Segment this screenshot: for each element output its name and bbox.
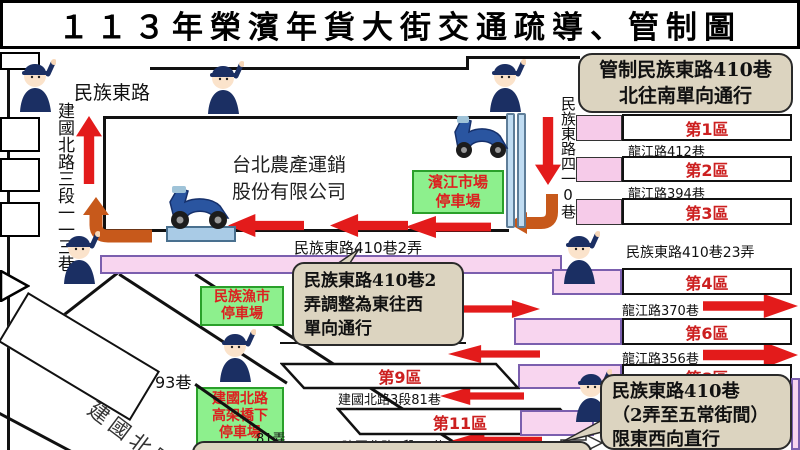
callout-c2-line3: 單向通行 [304,319,372,339]
zone-box-2: 第2區 [622,156,792,182]
callout-c2-line2: 弄調整為東往西 [304,295,423,315]
scooter-icon [169,186,230,229]
zone-box-6: 第6區 [622,318,792,345]
fishmarket-parking-line2: 停車場 [221,306,263,322]
building-corner [0,270,30,302]
longjiang-356-label: 龍江路356巷 [622,352,699,367]
callout-c1-line1: 管制民族東路410巷 [599,59,772,81]
pink-control-bar-vertical [791,378,800,450]
police-officer-icon [560,230,600,284]
zone-box-3: 第3區 [622,198,792,225]
binjiang-parking-line2: 停車場 [435,192,481,210]
binjiang-parking-box: 濱江市場 停車場 [412,170,504,214]
orange-turn-arrow-icon [508,194,558,234]
red-right-arrow-icon [462,300,540,318]
callout-c1-line2: 北往南單向通行 [618,85,752,107]
road-edge-jog [466,56,469,70]
pink-control-square [576,115,622,141]
red-left-arrow-icon [405,216,491,238]
lane2-road-label: 民族東路410巷2弄 [294,239,423,257]
red-left-arrow-icon [228,214,304,237]
callout-c3-line3: 限東西向直行 [612,429,720,450]
police-officer-icon [204,60,244,114]
police-officer-icon [486,58,526,112]
viaduct-parking-line3: 停車場 [219,424,261,441]
minzu-east-north-edge2 [466,56,580,59]
zone-box-1: 第1區 [622,114,792,141]
fishmarket-parking-box: 民族漁市 停車場 [200,286,284,326]
police-officer-icon [16,58,56,112]
pink-control-square [576,157,622,182]
barrier-bar [517,113,526,228]
pink-control-bar [514,318,622,345]
callout-partial-bottom [192,441,592,450]
jianguo-81-label: 建國北路3段81巷 [338,393,441,408]
diagonal-building-block [0,292,161,422]
jianguo-north-road-label: 建國北路三段一一三巷 [54,102,74,272]
map-title-bar: １１３年榮濱年貨大街交通疏導、管制圖 [0,0,800,49]
callout-control-north-south: 管制民族東路410巷 北往南單向通行 [578,53,793,113]
red-left-arrow-icon [330,214,408,237]
callout-c3-line2: （2弄至五常街間） [612,405,769,426]
longjiang-370-label: 龍江路370巷 [622,304,699,319]
police-officer-icon [60,230,100,284]
minzu-410-lane-label: 民族東路四一0巷 [559,96,577,219]
building-block [0,158,40,192]
callout-c3-line1: 民族東路410巷 [612,381,740,402]
police-officer-icon [216,328,256,382]
zone-box-4: 第4區 [622,268,792,295]
barrier-bar [506,113,515,228]
company-name: 台北農產運銷 股份有限公司 [232,152,346,206]
block-left-edge [103,116,106,232]
viaduct-parking-line1: 建國北路 [212,390,268,407]
map-title: １１３年榮濱年貨大街交通疏導、管制圖 [58,10,742,46]
zone-box-9: 第9區 [378,368,422,387]
minzu-east-road-label: 民族東路 [74,82,151,104]
building-block [0,117,40,152]
red-up-arrow-icon [76,116,102,184]
scooter-platform [166,226,236,242]
binjiang-parking-line1: 濱江市場 [427,173,488,191]
pink-control-square [576,199,622,225]
lane23-label: 民族東路410巷23弄 [626,245,755,261]
callout-c2-line1: 民族東路410巷2 [304,271,437,291]
diagonal-road-line [0,412,82,450]
zone-box-11: 第11區 [432,413,488,433]
callout-lane2-oneway: 民族東路410巷2 弄調整為東往西 單向通行 [292,262,464,346]
company-name-line2: 股份有限公司 [232,181,347,203]
company-name-line1: 台北農產運銷 [232,154,347,176]
callout-east-west-only: 民族東路410巷 （2弄至五常街間） 限東西向直行 [600,374,792,450]
lane2-road-edge [103,229,509,232]
scooter-icon [454,116,509,158]
zone-box-9-shape [280,362,520,390]
fishmarket-parking-line1: 民族漁市 [214,289,270,305]
jianguo-road-edge-line [7,52,10,450]
block-top-edge [103,116,509,119]
building-block [0,202,40,237]
lane-93-label: 93巷 [155,373,192,392]
red-left-arrow-icon [448,345,540,363]
red-right-arrow-icon [703,294,798,318]
minzu-east-north-edge [150,67,468,70]
